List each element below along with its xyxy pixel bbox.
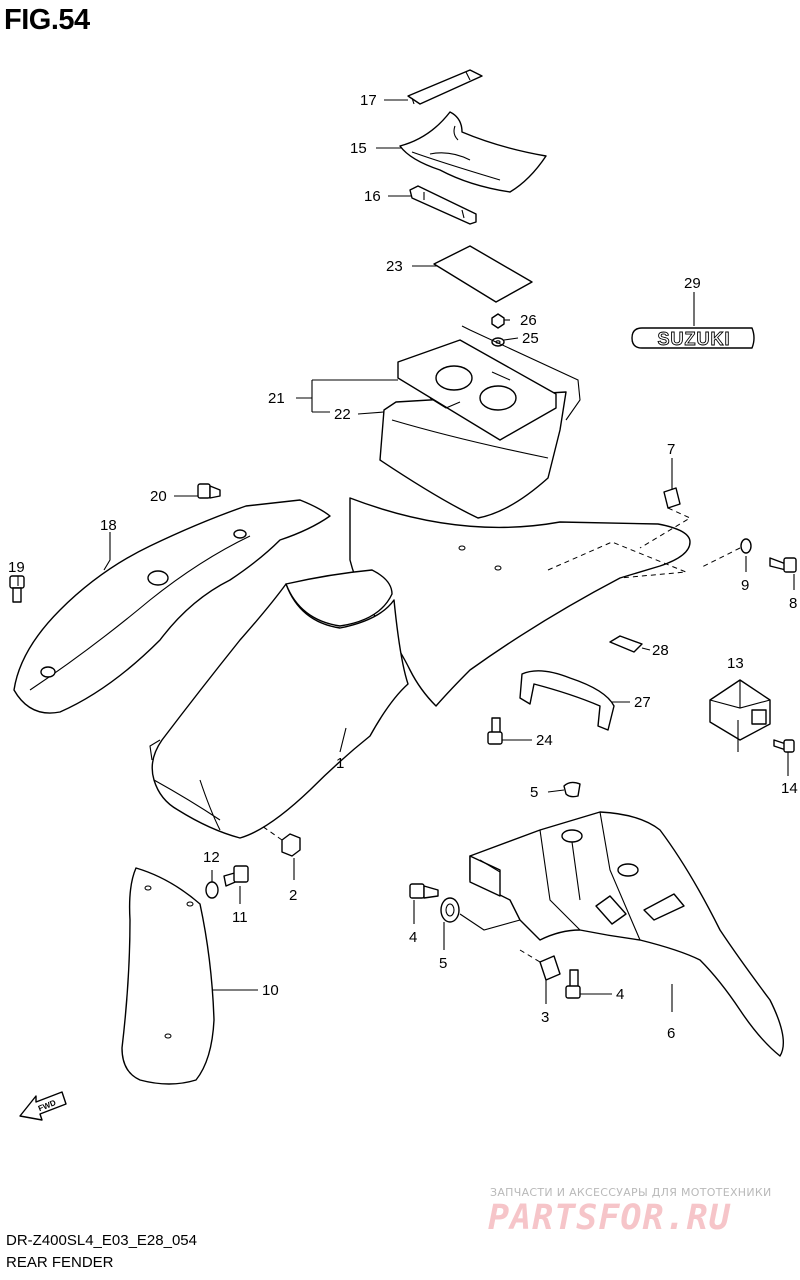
callout-11: 11 — [232, 909, 248, 926]
part-17-strap — [407, 69, 483, 105]
part-15-tool-bag — [399, 111, 547, 193]
model-code: DR-Z400SL4_E03_E28_054 — [6, 1232, 197, 1249]
figure-caption: REAR FENDER — [6, 1254, 114, 1271]
leader-lines — [17, 99, 795, 1012]
callout-1: 1 — [336, 755, 344, 772]
callout-22: 22 — [334, 406, 351, 423]
callout-14: 14 — [781, 780, 798, 797]
callout-7: 7 — [667, 441, 675, 458]
figure-title: FIG.54 — [4, 4, 90, 36]
part-8-bolt — [769, 557, 797, 573]
part-4-bolt-lower — [565, 969, 581, 999]
watermark-logo: PARTSFOR.RU — [488, 1198, 731, 1238]
part-28-cushion — [609, 635, 643, 653]
callout-4-lower: 4 — [616, 986, 624, 1003]
callout-9: 9 — [741, 577, 749, 594]
callout-17: 17 — [360, 92, 377, 109]
part-21-tool-tray — [397, 339, 557, 441]
part-11-bolt — [223, 865, 249, 887]
callout-5-lower: 5 — [439, 955, 447, 972]
part-26-nut — [491, 313, 505, 329]
part-5-grommet-lower — [440, 897, 521, 931]
callout-16: 16 — [364, 188, 381, 205]
callout-29: 29 — [684, 275, 701, 292]
callout-26: 26 — [520, 312, 537, 329]
part-20-bolt — [197, 483, 221, 499]
part-1-rear-fender — [149, 497, 691, 839]
part-12-washer — [205, 881, 219, 899]
part-18-side-cover — [13, 499, 331, 714]
callout-25: 25 — [522, 330, 539, 347]
emblem-text: SUZUKI — [658, 329, 731, 349]
callout-6: 6 — [667, 1025, 675, 1042]
part-23-plate — [433, 245, 533, 303]
callout-5-top: 5 — [530, 784, 538, 801]
callout-2: 2 — [289, 887, 297, 904]
part-16-wrench — [409, 185, 477, 225]
callout-28: 28 — [652, 642, 669, 659]
callout-15: 15 — [350, 140, 367, 157]
callout-24: 24 — [536, 732, 553, 749]
callout-23: 23 — [386, 258, 403, 275]
callout-10: 10 — [262, 982, 279, 999]
callout-numbers: 17 15 16 23 26 25 21 22 29 7 20 18 19 9 … — [8, 92, 798, 1042]
watermark-tagline: ЗАПЧАСТИ И АКСЕССУАРЫ ДЛЯ МОТОТЕХНИКИ — [490, 1186, 772, 1199]
part-10-mud-flap — [121, 867, 215, 1085]
part-5-grommet-top — [563, 781, 581, 798]
callout-27: 27 — [634, 694, 651, 711]
callout-20: 20 — [150, 488, 167, 505]
callout-18: 18 — [100, 517, 117, 534]
part-27-grab-handle — [519, 670, 615, 731]
callout-12: 12 — [203, 849, 220, 866]
part-13-connector — [709, 679, 771, 741]
part-24-bolt — [487, 717, 503, 745]
part-2-nut — [261, 825, 301, 857]
part-14-screw — [773, 739, 795, 753]
callout-21: 21 — [268, 390, 285, 407]
callout-4-left: 4 — [409, 929, 417, 946]
part-9-washer — [699, 538, 752, 569]
callout-3: 3 — [541, 1009, 549, 1026]
fwd-arrow: FWD — [19, 1091, 67, 1121]
callout-19: 19 — [8, 559, 25, 576]
callout-13: 13 — [727, 655, 744, 672]
part-19-bolt — [9, 575, 25, 603]
part-29-emblem: SUZUKI — [631, 327, 755, 349]
part-6-lower-fender — [469, 811, 784, 1057]
part-4-bolt-left — [409, 883, 439, 899]
callout-8: 8 — [789, 595, 797, 612]
part-3-nut-clip — [519, 949, 561, 981]
